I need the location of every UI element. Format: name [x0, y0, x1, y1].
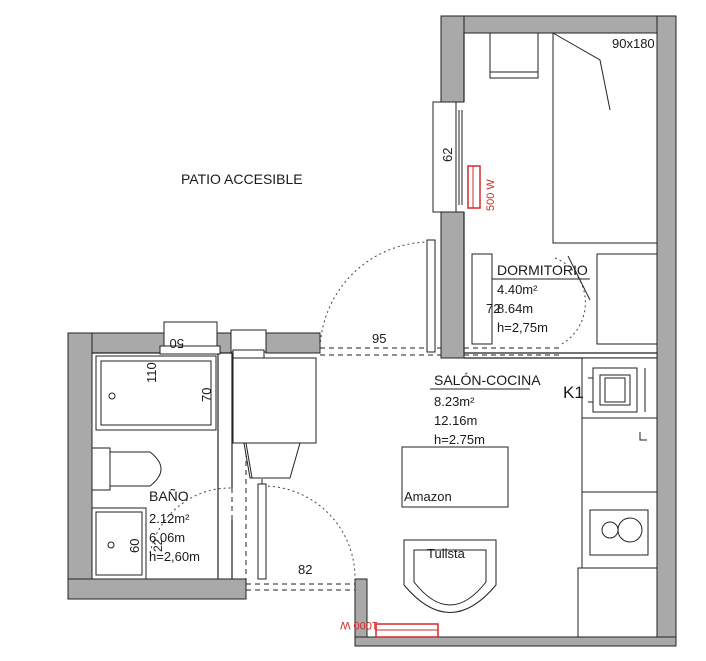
nightstand [489, 32, 539, 79]
shelf-unit [232, 357, 317, 444]
bed [552, 32, 658, 244]
bedroom-window [432, 101, 463, 213]
tub-depth-label: 70 [199, 388, 214, 402]
bathroom-wall-left [67, 332, 93, 600]
door-leaves [257, 239, 436, 580]
bathroom-area: 2.12m² [149, 511, 190, 526]
door-width-bottom: 82 [298, 562, 312, 577]
patio-label: PATIO ACCESIBLE [181, 171, 303, 187]
living-furniture [232, 357, 509, 613]
bedroom-area: 4.40m² [497, 282, 538, 297]
bedroom-wall-left-upper [440, 15, 465, 103]
living-perimeter: 12.16m [434, 413, 477, 428]
bedroom-heater-label: 500 W [485, 179, 497, 211]
living-height: h=2.75m [434, 432, 485, 447]
table-label: Amazon [404, 489, 452, 504]
living-heater-label: 1000 W [339, 619, 378, 631]
bedroom-name: DORMITORIO [497, 262, 588, 278]
bedroom-heater [467, 165, 481, 209]
closet-depth-label: 72 [486, 301, 500, 316]
living-wall-top [265, 332, 321, 354]
bedroom-wall-top [440, 15, 677, 34]
bathroom-name: BAÑO [149, 488, 189, 504]
bedroom-perimeter: 8.64m [497, 301, 533, 316]
bath-door-leaf [257, 483, 267, 580]
fridge [577, 567, 658, 638]
bedroom-height: h=2,75m [497, 320, 548, 335]
shower-depth-label: 60 [127, 539, 142, 553]
bathroom-perimeter: 6.06m [149, 530, 185, 545]
door-width-top: 95 [372, 331, 386, 346]
wall-unit [163, 321, 218, 347]
wc-width-label: 22 [151, 538, 165, 552]
door-swings [149, 241, 586, 580]
tub-width-label: 110 [144, 362, 159, 383]
living-area: 8.23m² [434, 394, 475, 409]
toilet-bowl [109, 451, 162, 487]
living-wall-bottom [354, 636, 677, 647]
living-wall-left-stub [354, 578, 368, 647]
armchair [403, 539, 497, 613]
closet-inner [471, 253, 493, 345]
bathroom-height: h=2,60m [149, 549, 200, 564]
bed-size-label: 90x180 [612, 36, 655, 51]
table [401, 446, 509, 508]
living-name: SALÓN-COCINA [434, 372, 541, 388]
bathroom-wall-bottom [67, 578, 247, 600]
bedroom-furniture [471, 32, 658, 345]
walls [67, 15, 677, 647]
bathroom-furniture [91, 321, 301, 580]
bedroom-wall-left-lower [440, 211, 465, 359]
closet [596, 253, 658, 345]
wardrobe-depth-label: 62 [440, 148, 455, 162]
wall-unit-label: 50 [170, 336, 184, 351]
kitchen-furniture [577, 357, 658, 638]
living-door-leaf [426, 239, 436, 353]
chair-label: Tullsta [427, 546, 466, 561]
toilet-tank [91, 447, 111, 491]
right-wall [656, 15, 677, 647]
kitchen-code: K1 [563, 383, 584, 402]
